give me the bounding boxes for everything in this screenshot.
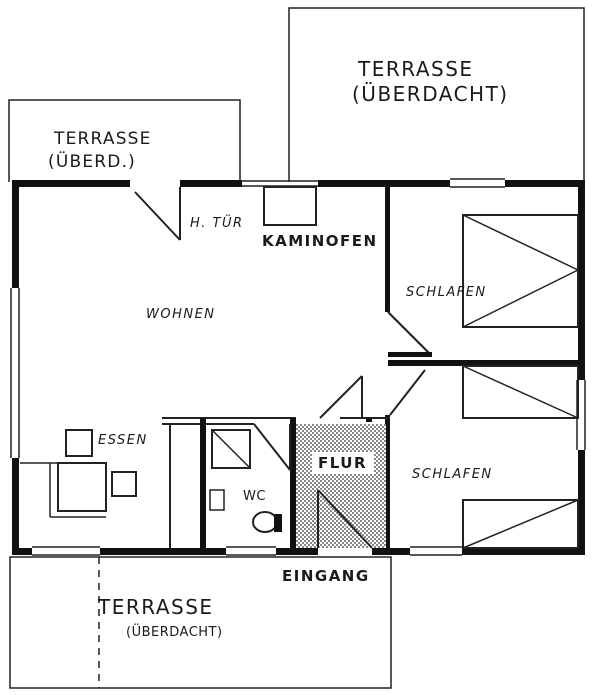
stove-box — [263, 186, 317, 226]
label-terrasse-top-left: TERRASSE — [53, 129, 152, 149]
terrace-top-right — [288, 7, 585, 182]
label-wc: WC — [243, 489, 266, 504]
bed-schlafen-2 — [462, 365, 579, 549]
label-terrasse-top-left-sub: (ÜBERD.) — [48, 150, 136, 172]
label-terrasse-bottom-sub: (ÜBERDACHT) — [126, 623, 223, 640]
terrace-bottom — [9, 556, 392, 689]
wc-fixtures — [209, 429, 282, 533]
label-terrasse-bottom: TERRASSE — [97, 595, 214, 619]
outer-walls — [10, 178, 586, 556]
label-schlafen-2: SCHLAFEN — [412, 467, 493, 482]
label-kaminofen: KAMINOFEN — [262, 232, 378, 250]
label-wohnen: WOHNEN — [146, 307, 216, 322]
label-flur: FLUR — [318, 454, 367, 472]
flur-label-backdrop — [312, 452, 374, 474]
bed-schlafen-1 — [462, 214, 579, 328]
label-terrasse-top-right: TERRASSE — [357, 57, 474, 81]
hallway-flur — [296, 424, 386, 549]
doors — [134, 187, 432, 471]
label-schlafen-1: SCHLAFEN — [406, 285, 487, 300]
labels: TERRASSE (ÜBERDACHT) TERRASSE (ÜBERD.) H… — [48, 57, 509, 640]
label-essen: ESSEN — [98, 433, 148, 448]
terrace-top-left — [8, 99, 241, 182]
label-h-tuer: H. TÜR — [190, 214, 244, 231]
interior-walls — [162, 187, 578, 553]
label-terrasse-top-right-sub: (ÜBERDACHT) — [352, 82, 509, 106]
dining-set — [20, 429, 137, 518]
label-eingang: EINGANG — [282, 567, 370, 585]
